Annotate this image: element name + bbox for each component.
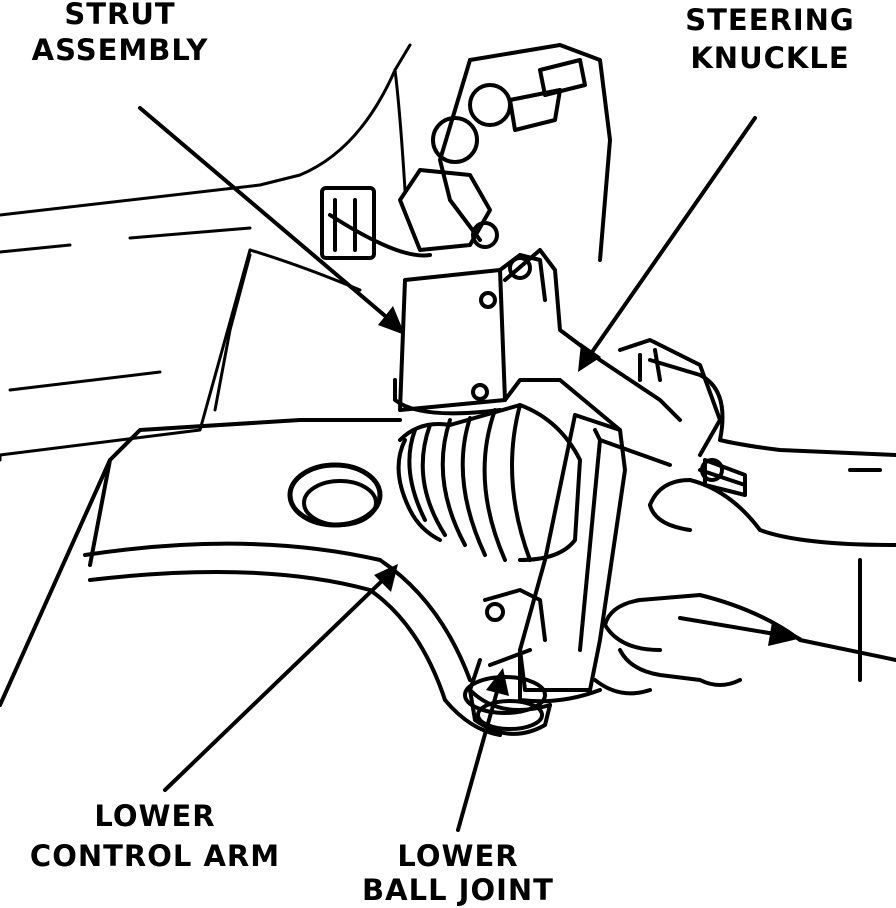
leader-line-lower-control-arm	[163, 564, 398, 792]
label-control-arm: CONTROL ARM	[30, 839, 280, 873]
label-assembly: ASSEMBLY	[32, 33, 209, 67]
pull-direction-arrow	[678, 616, 802, 646]
leader-line-strut-assembly	[138, 106, 405, 335]
label-steering: STEERING	[685, 3, 854, 37]
hands	[593, 358, 896, 696]
label-lower-1: LOWER	[94, 799, 215, 833]
label-strut: STRUT	[64, 0, 175, 31]
body-panel	[0, 43, 412, 462]
label-knuckle: KNUCKLE	[690, 41, 849, 75]
label-lower-2: LOWER	[397, 839, 518, 873]
label-ball-joint: BALL JOINT	[362, 873, 554, 907]
leader-line-lower-ball-joint	[456, 668, 509, 832]
steering-knuckle	[503, 248, 747, 704]
cv-boot	[396, 403, 582, 562]
strut-assembly	[320, 43, 612, 416]
leader-line-steering-knuckle	[578, 116, 757, 372]
lower-ball-joint	[463, 588, 552, 736]
lower-control-arm	[0, 418, 502, 737]
